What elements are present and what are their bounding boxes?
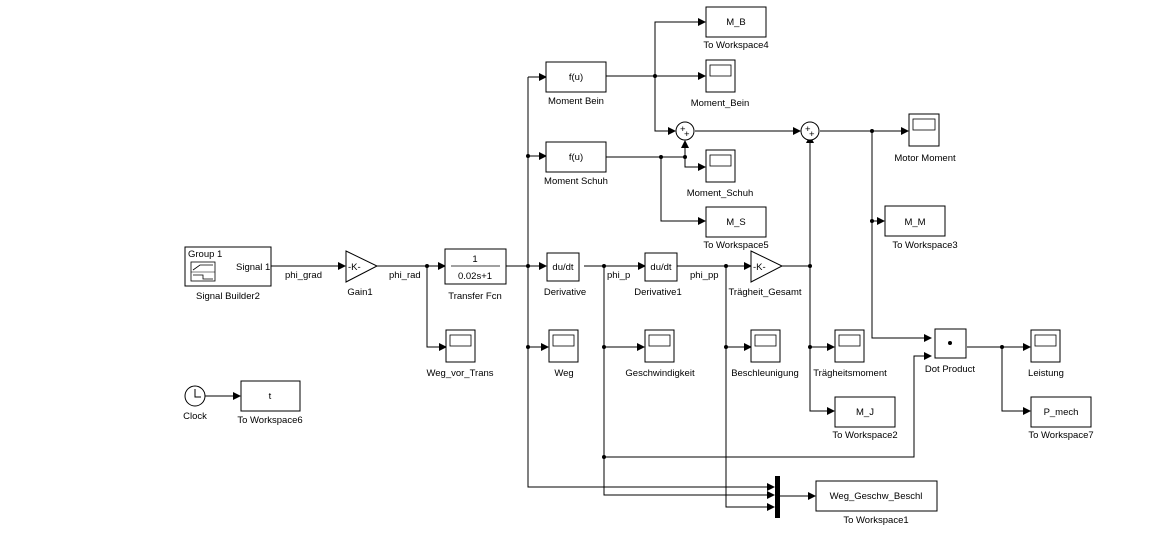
scope-leistung-block[interactable]: Leistung [1028,329,1064,379]
traegheit-gesamt-block[interactable]: -K- Trägheit_Gesamt [728,250,802,298]
signal-label-phi-p: phi_p [607,270,630,281]
wire-moment-bein-to-mb [654,18,706,76]
scope-motor-moment-name: Motor Moment [894,153,956,164]
scope-moment-schuh-name: Moment_Schuh [687,188,754,199]
to-workspace3-name: To Workspace3 [892,240,957,251]
to-workspace2-var: M_J [856,407,874,418]
clock-icon [194,389,201,398]
to-workspace4-name: To Workspace4 [703,40,768,51]
derivative1-content: du/dt [650,262,671,273]
clock-name: Clock [183,411,207,422]
moment-schuh-content: f(u) [569,152,583,163]
scope-moment-bein-block[interactable]: Moment_Bein [691,59,750,109]
to-workspace5-name: To Workspace5 [703,240,768,251]
mux-block[interactable] [775,476,780,518]
wire-moment-schuh-to-scope [684,157,706,171]
wire-to-m-m [871,131,885,225]
wire-weg-bus[interactable] [527,77,775,491]
signal-label-phi-pp: phi_pp [690,270,719,281]
sum1-block[interactable]: + + [675,121,695,141]
to-workspace6-block[interactable]: t To Workspace6 [237,380,303,426]
wire-phi-p-to-dot [604,352,932,458]
scope-moment-bein-name: Moment_Bein [691,98,750,109]
scope-weg-block[interactable]: Weg [548,329,579,379]
signal-builder-group: Group 1 [188,249,222,260]
gain1-value: -K- [348,262,361,273]
derivative-name: Derivative [544,287,586,298]
wire-to-m-j [809,266,835,415]
gain1-name: Gain1 [347,287,372,298]
scope-weg-name: Weg [554,368,573,379]
to-workspace7-var: P_mech [1044,407,1079,418]
transfer-fcn-num: 1 [472,254,477,265]
dot-product-block[interactable]: Dot Product [925,328,976,375]
sum1-sign-1: + [680,124,686,135]
sum2-sign-1: + [805,124,811,135]
to-workspace2-block[interactable]: M_J To Workspace2 [832,396,898,441]
to-workspace2-name: To Workspace2 [832,430,897,441]
derivative-content: du/dt [552,262,573,273]
gain1-block[interactable]: -K- Gain1 [345,250,379,298]
scope-traegheitsmoment-block[interactable]: Trägheitsmoment [813,329,887,379]
to-workspace7-block[interactable]: P_mech To Workspace7 [1028,396,1094,441]
scope-weg-vor-trans-block[interactable]: Weg_vor_Trans [426,329,494,379]
scope-geschwindigkeit-name: Geschwindigkeit [625,368,695,379]
scope-weg-vor-trans-name: Weg_vor_Trans [426,368,493,379]
traegheit-gesamt-value: -K- [753,262,766,273]
to-workspace3-block[interactable]: M_M To Workspace3 [884,205,958,251]
to-workspace3-var: M_M [904,217,925,228]
moment-schuh-name: Moment Schuh [544,176,608,187]
moment-schuh-fcn-block[interactable]: f(u) Moment Schuh [544,141,608,187]
to-workspace6-var: t [269,391,272,402]
dot-product-symbol [948,341,952,345]
to-workspace1-name: To Workspace1 [843,515,908,526]
signal-builder-icon [190,261,216,282]
sum2-block[interactable]: + + [800,121,820,141]
wire-phi-p-to-mux [603,266,775,499]
to-workspace1-var: Weg_Geschw_Beschl [830,491,923,502]
scope-geschwindigkeit-block[interactable]: Geschwindigkeit [625,329,695,379]
signal-builder-block[interactable]: Group 1 Signal 1 Signal Builder2 [184,246,272,302]
moment-bein-name: Moment Bein [548,96,604,107]
to-workspace6-name: To Workspace6 [237,415,302,426]
to-workspace1-block[interactable]: Weg_Geschw_Beschl To Workspace1 [815,480,938,526]
wire-moment-schuh-to-ms [660,157,706,225]
to-workspace5-var: M_S [726,217,746,228]
to-workspace5-block[interactable]: M_S To Workspace5 [703,206,769,251]
wire-motor-to-dot [871,221,932,342]
transfer-fcn-name: Transfer Fcn [448,291,502,302]
to-workspace4-block[interactable]: M_B To Workspace4 [703,6,769,51]
to-workspace4-var: M_B [726,17,746,28]
wire-dot-to-p-mech [1001,347,1031,415]
wire-moment-bein-to-sum1 [654,76,676,135]
signal-builder-name: Signal Builder2 [196,291,260,302]
to-workspace7-name: To Workspace7 [1028,430,1093,441]
scope-beschleunigung-name: Beschleunigung [731,368,799,379]
scope-moment-schuh-block[interactable]: Moment_Schuh [687,149,754,199]
signal-label-phi-rad: phi_rad [389,270,421,281]
signal-label-phi-grad: phi_grad [285,270,322,281]
scope-leistung-name: Leistung [1028,368,1064,379]
scope-motor-moment-block[interactable]: Motor Moment [894,113,956,164]
derivative1-name: Derivative1 [634,287,682,298]
scope-traegheitsmoment-name: Trägheitsmoment [813,368,887,379]
transfer-fcn-den: 0.02s+1 [458,271,492,282]
wire-phi-pp-to-mux [725,266,775,511]
dot-product-name: Dot Product [925,364,976,375]
wire-to-weg-vor-trans[interactable] [426,266,447,351]
derivative-block[interactable]: du/dt Derivative [544,252,586,298]
sum2-sign-2: + [809,129,815,140]
moment-bein-fcn-block[interactable]: f(u) Moment Bein [545,61,607,107]
junctions [425,74,1004,459]
sum1-sign-2: + [684,129,690,140]
wires [205,18,1031,511]
moment-bein-content: f(u) [569,72,583,83]
clock-block[interactable]: Clock [183,385,207,422]
signal-builder-port: Signal 1 [236,262,270,273]
derivative1-block[interactable]: du/dt Derivative1 [634,252,682,298]
transfer-fcn-block[interactable]: 1 0.02s+1 Transfer Fcn [444,248,507,302]
traegheit-gesamt-name: Trägheit_Gesamt [728,287,801,298]
scope-beschleunigung-block[interactable]: Beschleunigung [731,329,799,379]
